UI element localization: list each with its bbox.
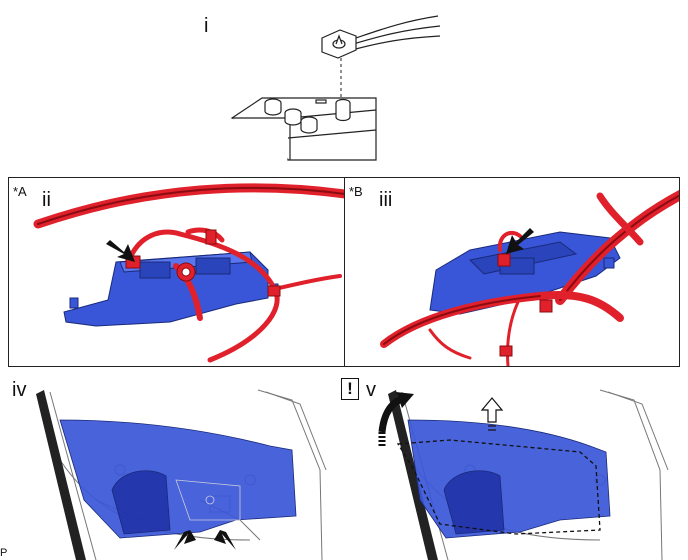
pointer-arrow-icon [106,240,135,262]
lift-arrow-icon [378,392,414,448]
pull-up-arrow-icon [480,397,504,431]
footer-mark: P [0,547,8,559]
door-inner-detail-icon [175,479,241,521]
door-trim-panel-icon-b [407,419,611,539]
clip-arrow-icon [174,530,196,550]
step-label-iii: iii [379,189,393,211]
step-label-ii: ii [42,189,51,211]
terminal-clamp-icon [321,29,357,59]
pointer-arrow-icon-b [506,228,534,254]
clip-arrow-icon-2 [214,530,236,550]
battery-cap-icon [264,98,351,134]
step-label-i: i [204,15,209,37]
wire-harness-icon [33,183,344,363]
step-label-v: v [366,379,376,401]
tag-a: *A [13,184,27,199]
door-frame-edge-icon [36,390,86,560]
step-label-iv: iv [12,379,27,401]
door-trim-panel-icon [59,419,297,539]
door-frame-edge-icon-b [388,390,438,560]
connector-icon-b [497,253,553,357]
door-trim-switch-icon [63,251,279,327]
panel-step-iii [344,177,680,367]
wire-harness-icon-b [380,190,679,366]
caution-icon: ! [341,378,359,400]
tag-b: *B [349,184,363,199]
removal-outline [396,439,601,535]
cable-icon [349,15,441,51]
battery-terminal-illustration [230,15,441,161]
door-trim-switch-icon-b [429,231,621,315]
